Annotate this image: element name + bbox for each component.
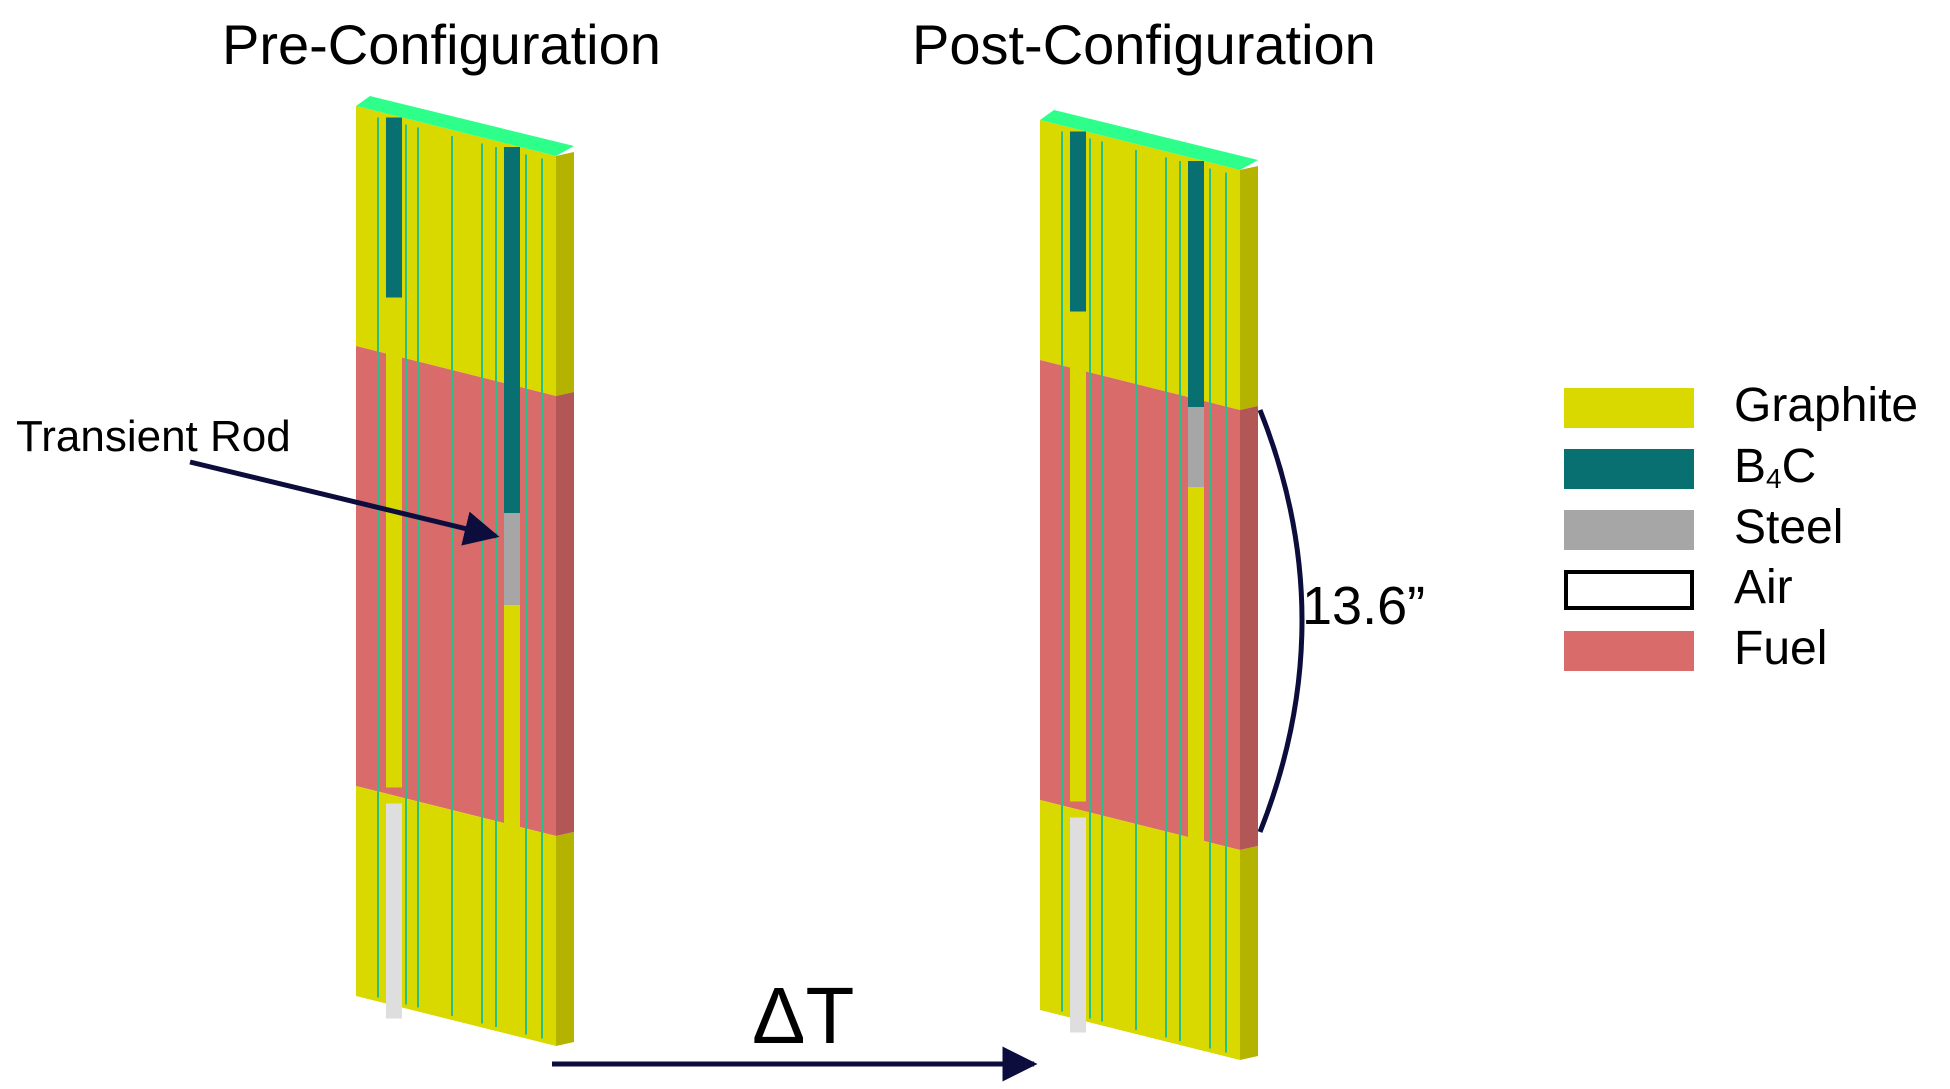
legend-item-b4c: B4C xyxy=(1564,440,1944,505)
side-fuel xyxy=(1240,406,1258,850)
legend-item-air: Air xyxy=(1564,561,1944,626)
legend-label-air: Air xyxy=(1734,561,1793,614)
legend-item-graphite: Graphite xyxy=(1564,379,1944,444)
legend-item-steel: Steel xyxy=(1564,501,1944,566)
fuel-swatch xyxy=(1564,631,1694,671)
top-surface xyxy=(1040,110,1258,170)
legend-label-graphite: Graphite xyxy=(1734,379,1919,432)
post-configuration-title: Post-Configuration xyxy=(912,13,1376,76)
transient-rod-graphite xyxy=(504,605,520,1023)
graphite-swatch xyxy=(1564,388,1694,428)
legend-label-fuel: Fuel xyxy=(1734,622,1828,675)
side-graphite-upper xyxy=(556,152,574,396)
dimension-bracket xyxy=(1257,409,1305,833)
delta-t-label: ΔT xyxy=(752,971,855,1060)
left-rod-b4c xyxy=(1070,131,1086,312)
air-swatch xyxy=(1564,570,1694,610)
legend-label-b4c: B4C xyxy=(1734,440,1817,494)
transient-rod-arrow xyxy=(189,459,500,546)
transient-rod-steel xyxy=(1188,407,1204,487)
transient-rod-steel xyxy=(504,513,520,605)
left-rod-air xyxy=(386,803,402,1019)
dimension-label: 13.6” xyxy=(1302,576,1426,636)
side-fuel xyxy=(556,392,574,836)
pre-configuration-model xyxy=(356,96,574,1046)
post-configuration-model xyxy=(1040,110,1258,1060)
legend-label-steel: Steel xyxy=(1734,501,1844,554)
steel-swatch xyxy=(1564,510,1694,550)
side-graphite-upper xyxy=(1240,166,1258,410)
transient-rod-b4c xyxy=(1188,161,1204,411)
side-graphite-lower xyxy=(1240,846,1258,1060)
left-rod-b4c xyxy=(386,117,402,298)
side-graphite-lower xyxy=(556,832,574,1046)
pre-configuration-title: Pre-Configuration xyxy=(222,13,661,76)
b4c-swatch xyxy=(1564,449,1694,489)
left-rod-graphite xyxy=(1070,311,1086,802)
transient-rod-graphite xyxy=(1188,487,1204,1037)
legend-item-fuel: Fuel xyxy=(1564,622,1944,687)
left-rod-graphite xyxy=(386,297,402,788)
top-surface xyxy=(356,96,574,156)
left-rod-air xyxy=(1070,817,1086,1033)
transient-rod-label: Transient Rod xyxy=(16,412,291,461)
transient-rod-b4c xyxy=(504,147,520,517)
